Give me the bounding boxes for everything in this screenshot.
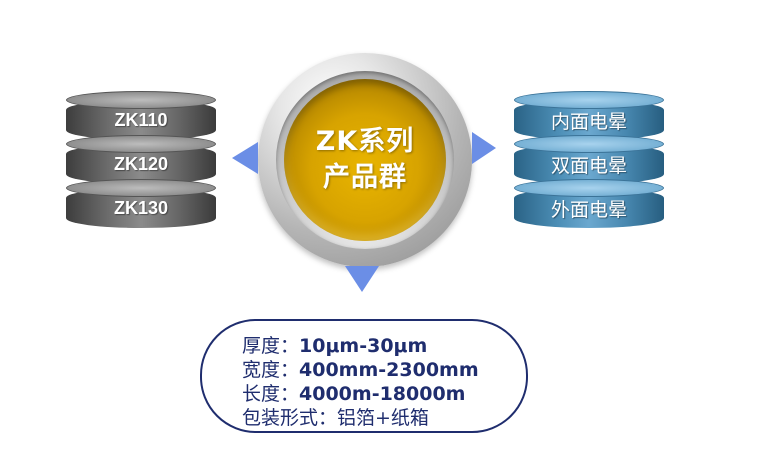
spec-value: 铝箔+纸箱 bbox=[337, 407, 429, 429]
product-model-stack: ZK110 ZK120 ZK130 bbox=[66, 91, 216, 230]
disk-top bbox=[514, 179, 664, 197]
center-title-line2: 产品群 bbox=[323, 162, 407, 193]
spec-label: 长度： bbox=[242, 383, 300, 405]
center-emblem: ZK系列 产品群 bbox=[284, 79, 446, 241]
disk-top bbox=[66, 135, 216, 153]
model-label: ZK130 bbox=[113, 197, 169, 218]
corona-label: 双面电晕 bbox=[550, 154, 627, 177]
arrow-down-icon bbox=[345, 266, 379, 292]
spec-length: 长度：4000m-18000m bbox=[242, 379, 465, 406]
spec-label: 厚度： bbox=[242, 335, 300, 357]
spec-value: 10μm-30μm bbox=[299, 335, 428, 357]
center-title-line1: ZK系列 bbox=[315, 126, 415, 157]
corona-disk-double: 双面电晕 bbox=[514, 135, 664, 184]
spec-packaging: 包装形式：铝箔+纸箱 bbox=[242, 403, 429, 430]
spec-label: 宽度： bbox=[242, 359, 300, 381]
disk-top bbox=[66, 91, 216, 109]
corona-disk-outer: 外面电晕 bbox=[514, 179, 664, 228]
model-disk-zk130: ZK130 bbox=[66, 179, 216, 228]
arrow-left-icon bbox=[232, 142, 258, 174]
disk-top bbox=[514, 135, 664, 153]
spec-width: 宽度：400mm-2300mm bbox=[242, 355, 479, 382]
corona-type-stack: 内面电晕 双面电晕 外面电晕 bbox=[514, 91, 664, 230]
model-disk-zk110: ZK110 bbox=[66, 91, 216, 140]
spec-value: 400mm-2300mm bbox=[299, 359, 479, 381]
corona-disk-inner: 内面电晕 bbox=[514, 91, 664, 140]
arrow-right-icon bbox=[472, 132, 496, 164]
corona-label: 外面电晕 bbox=[550, 198, 627, 221]
model-label: ZK110 bbox=[114, 109, 168, 130]
spec-box: 厚度：10μm-30μm 宽度：400mm-2300mm 长度：4000m-18… bbox=[200, 319, 528, 433]
spec-label: 包装形式： bbox=[242, 407, 338, 429]
disk-top bbox=[66, 179, 216, 197]
spec-thickness: 厚度：10μm-30μm bbox=[242, 331, 427, 358]
corona-label: 内面电晕 bbox=[550, 110, 627, 133]
model-disk-zk120: ZK120 bbox=[66, 135, 216, 184]
spec-value: 4000m-18000m bbox=[299, 383, 466, 405]
disk-top bbox=[514, 91, 664, 109]
model-label: ZK120 bbox=[113, 153, 169, 174]
